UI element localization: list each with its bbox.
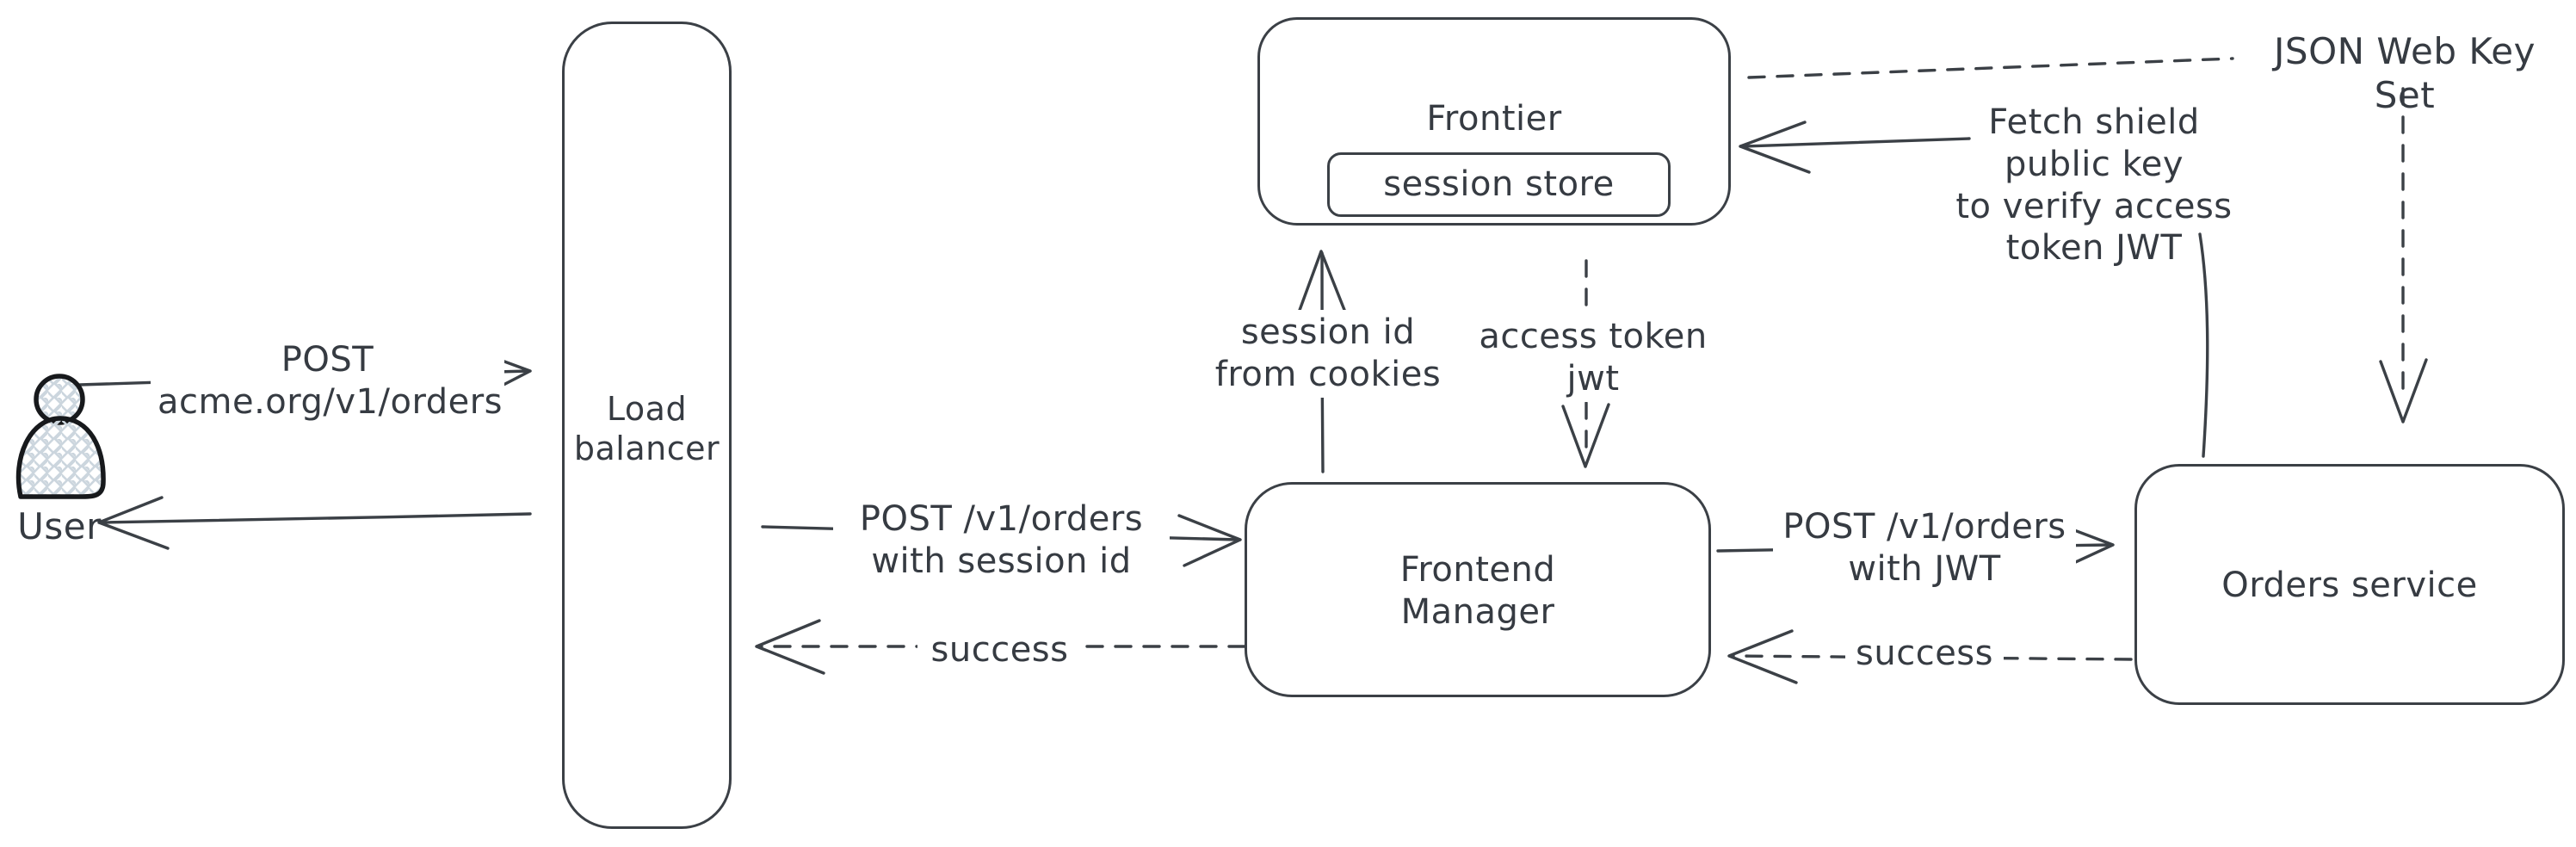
arrowhead-orders-service-to-frontend-manager <box>1727 629 1798 684</box>
edge-label-success-left: success <box>917 628 1082 673</box>
arrowhead-frontend-manager-to-frontier <box>1297 250 1346 314</box>
load-balancer-node <box>562 22 732 829</box>
user-label: User <box>17 505 102 547</box>
arrowhead-load-balancer-to-frontend-manager <box>1177 514 1242 567</box>
arrowhead-load-balancer-to-user <box>97 496 170 550</box>
jwks-label: JSON Web Key Set <box>2274 30 2536 117</box>
arrowhead-frontend-manager-to-load-balancer <box>755 619 825 675</box>
arrowhead-frontier-to-frontend-manager <box>1561 403 1610 468</box>
edge-load-balancer-to-user <box>100 512 532 524</box>
frontend-manager-label: Frontend Manager <box>1399 550 1556 632</box>
edge-orders-service-to-frontier-curve <box>2198 232 2209 458</box>
frontier-node <box>1257 17 1731 226</box>
orders-service-node <box>2134 464 2565 705</box>
session-store-node <box>1327 152 1671 217</box>
frontend-manager-node <box>1245 482 1711 697</box>
edge-frontier-to-jwks <box>1747 57 2234 79</box>
edge-orders-service-to-frontier-line <box>1742 137 1971 148</box>
edge-label-fetch-shield-public-key: Fetch shield public key to verify access… <box>1955 102 2233 269</box>
frontier-label: Frontier <box>1426 99 1562 139</box>
edge-label-post-orders-jwt: POST /v1/orders with JWT <box>1773 504 2076 592</box>
arrowhead-jwks-to-orders-service <box>2379 358 2428 424</box>
user-icon <box>15 374 106 499</box>
arrowhead-orders-service-to-frontier <box>1739 121 1811 174</box>
load-balancer-label: Load balancer <box>573 390 720 468</box>
edge-label-post-acme-orders: POST acme.org/v1/orders <box>151 337 504 425</box>
edge-label-post-orders-session-id: POST /v1/orders with session id <box>833 497 1170 584</box>
edge-label-session-id-from-cookies: session id from cookies <box>1207 310 1449 398</box>
edge-label-success-right: success <box>1845 631 2004 677</box>
orders-service-label: Orders service <box>2221 566 2478 605</box>
session-store-label: session store <box>1383 164 1615 204</box>
edge-label-access-token-jwt: access token jwt <box>1472 314 1714 402</box>
